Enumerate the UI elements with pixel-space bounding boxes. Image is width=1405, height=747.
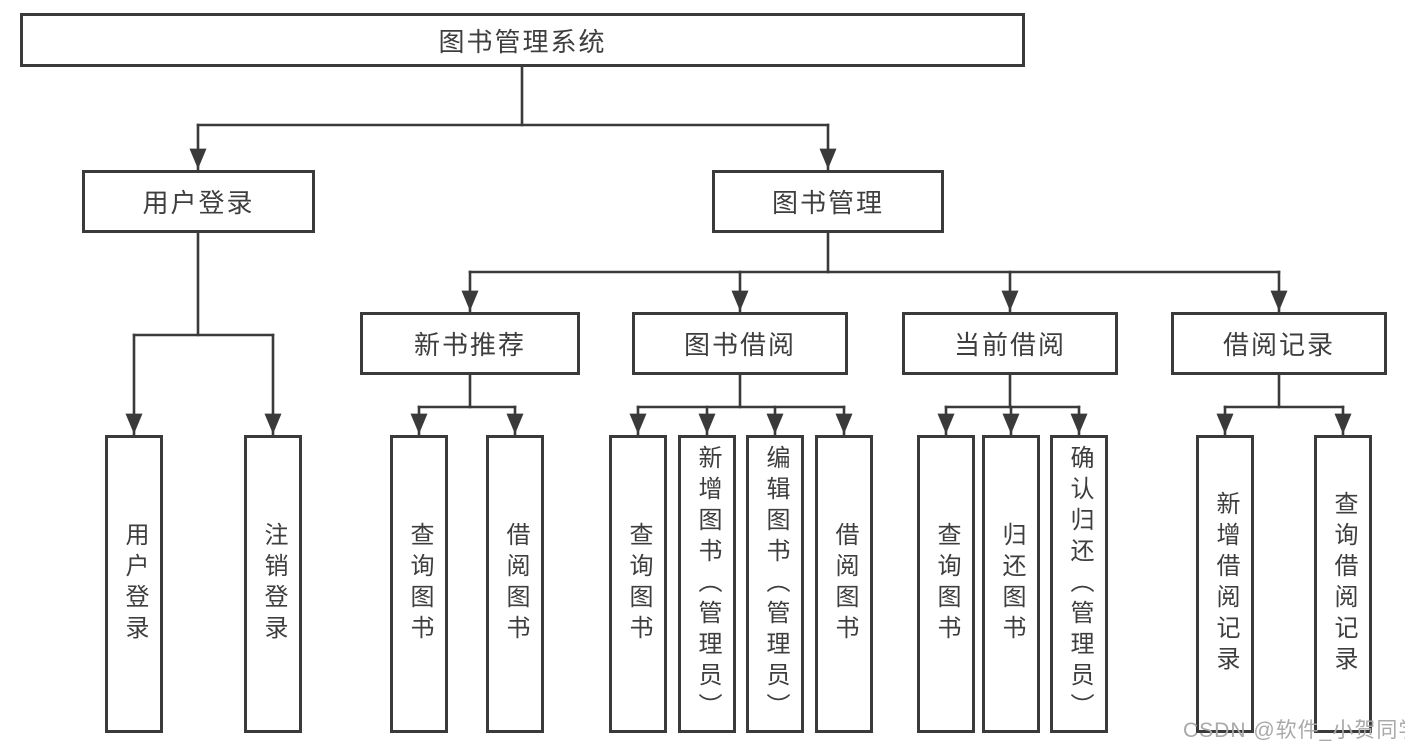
node-label: 确认归还（管理员）: [1066, 444, 1093, 724]
node-book-borrowing: 图书借阅: [632, 312, 848, 375]
connector-arrows: [125, 123, 1352, 436]
connector-bus-lines: [132, 65, 1345, 409]
node-logout-action: 注销登录: [244, 435, 302, 733]
node-label: 图书管理: [771, 188, 884, 218]
node-label: 图书管理系统: [438, 26, 607, 57]
node-label: 归还图书: [998, 522, 1025, 646]
node-new-book-recommendation: 新书推荐: [360, 312, 580, 375]
node-label: 查询图书: [933, 522, 960, 646]
watermark: CSDN @软件_小贺同学: [1183, 719, 1405, 742]
node-label: 借阅图书: [831, 522, 858, 646]
node-label: 查询图书: [625, 522, 652, 646]
node-label: 编辑图书（管理员）: [762, 444, 789, 724]
node-label: 用户登录: [121, 522, 148, 646]
node-user-login: 用户登录: [82, 170, 315, 233]
node-label: 用户登录: [142, 188, 255, 218]
node-confirm-return-admin: 确认归还（管理员）: [1050, 435, 1108, 733]
node-label: 查询图书: [406, 522, 433, 646]
node-query-books-recommend: 查询图书: [390, 435, 448, 733]
node-edit-books-admin: 编辑图书（管理员）: [746, 435, 804, 733]
node-label: 新书推荐: [413, 330, 526, 360]
node-book-management: 图书管理: [712, 170, 944, 233]
node-label: 新增图书（管理员）: [694, 444, 721, 724]
node-borrow-books: 借阅图书: [815, 435, 873, 733]
node-label: 借阅图书: [502, 522, 529, 646]
node-borrowing-records: 借阅记录: [1171, 312, 1387, 375]
node-label: 注销登录: [260, 522, 287, 646]
node-label: 借阅记录: [1222, 330, 1335, 360]
node-query-borrow-record: 查询借阅记录: [1314, 435, 1372, 733]
node-label: 图书借阅: [683, 330, 796, 360]
node-book-management-system: 图书管理系统: [20, 13, 1025, 67]
node-return-books: 归还图书: [982, 435, 1040, 733]
node-query-books-borrowing: 查询图书: [609, 435, 667, 733]
node-borrow-books-recommend: 借阅图书: [486, 435, 544, 733]
node-current-borrowing: 当前借阅: [902, 312, 1118, 375]
node-add-books-admin: 新增图书（管理员）: [678, 435, 736, 733]
node-add-borrow-record: 新增借阅记录: [1196, 435, 1254, 733]
node-user-login-action: 用户登录: [105, 435, 163, 733]
node-query-books-current: 查询图书: [917, 435, 975, 733]
node-label: 新增借阅记录: [1212, 491, 1239, 677]
node-label: 当前借阅: [953, 330, 1066, 360]
node-label: 查询借阅记录: [1330, 491, 1357, 677]
